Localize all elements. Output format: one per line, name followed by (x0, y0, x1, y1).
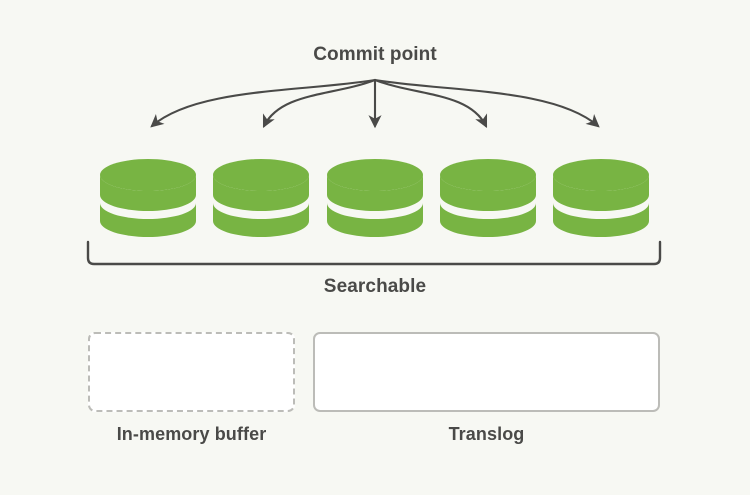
in-memory-buffer-box (88, 332, 295, 412)
segment-cylinders (100, 159, 649, 237)
segment-1 (100, 159, 196, 237)
arrow-to-segment-4 (373, 78, 488, 129)
segment-4 (440, 159, 536, 237)
translog-box (313, 332, 660, 412)
searchable-bracket (86, 240, 662, 266)
arrow-to-segment-2 (262, 78, 377, 129)
translog-label: Translog (448, 424, 525, 444)
commit-point-title: Commit point (313, 44, 437, 65)
segment-5 (553, 159, 649, 237)
segment-2 (213, 159, 309, 237)
commit-point-arrows (150, 78, 600, 129)
arrow-to-segment-5 (373, 78, 600, 128)
in-memory-buffer-label: In-memory buffer (116, 424, 267, 444)
searchable-label: Searchable (323, 276, 427, 297)
segment-3 (327, 159, 423, 237)
arrow-to-segment-1 (150, 78, 377, 128)
